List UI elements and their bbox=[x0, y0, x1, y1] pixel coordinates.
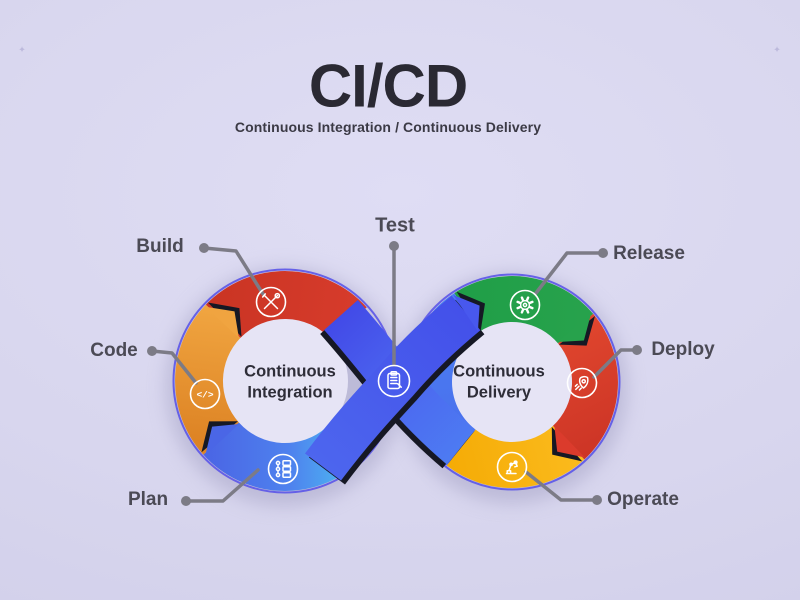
sparkle-decoration-right: ✦ bbox=[773, 44, 781, 55]
right-loop-line1: Continuous bbox=[453, 362, 545, 381]
code-arrow bbox=[205, 306, 239, 338]
plan-connector bbox=[184, 468, 260, 503]
left-loop-hole bbox=[222, 318, 348, 444]
gear-icon bbox=[509, 289, 541, 321]
right-loop-label: Continuous Delivery bbox=[453, 361, 545, 402]
plan-connector-dot bbox=[181, 496, 191, 506]
release-connector-dot bbox=[598, 248, 608, 258]
operate-segment bbox=[446, 425, 585, 488]
left-loop-label: Continuous Integration bbox=[244, 361, 336, 402]
build-connector-dot bbox=[199, 243, 209, 253]
robot-arm-icon bbox=[496, 451, 528, 483]
test-connector-dot bbox=[389, 241, 399, 251]
stage-label-code: Code bbox=[90, 340, 138, 361]
sparkle-decoration-left: ✦ bbox=[18, 44, 26, 55]
plan-arrow bbox=[205, 424, 239, 456]
tools-icon bbox=[255, 286, 287, 318]
release-connector bbox=[534, 251, 605, 295]
operate-connector bbox=[524, 470, 599, 502]
page-title: CI/CD bbox=[308, 52, 468, 120]
left-loop-line2: Integration bbox=[247, 383, 333, 401]
deploy-arrow bbox=[554, 425, 585, 458]
code-connector bbox=[150, 349, 198, 385]
stage-label-build: Build bbox=[136, 236, 184, 257]
test-arrow bbox=[453, 295, 480, 332]
left-loop-line1: Continuous bbox=[244, 362, 336, 381]
stage-label-deploy: Deploy bbox=[651, 339, 715, 360]
code-icon: </> bbox=[189, 378, 221, 410]
code-connector-dot bbox=[147, 346, 157, 356]
stage-label-operate: Operate bbox=[607, 489, 679, 510]
rocket-icon bbox=[566, 367, 598, 399]
stage-label-test: Test bbox=[375, 214, 415, 237]
stage-label-release: Release bbox=[613, 243, 685, 264]
stage-label-plan: Plan bbox=[127, 489, 169, 510]
deploy-connector-dot bbox=[632, 345, 642, 355]
release-arrow bbox=[558, 313, 592, 342]
plan-icon bbox=[267, 453, 299, 485]
deploy-connector bbox=[592, 348, 639, 379]
page-subtitle: Continuous Integration / Continuous Deli… bbox=[234, 119, 542, 135]
clipboard-icon bbox=[377, 364, 411, 398]
operate-connector-dot bbox=[592, 495, 602, 505]
build-connector bbox=[202, 246, 265, 296]
right-loop-hole bbox=[451, 321, 573, 443]
svg-text:</>: </> bbox=[196, 389, 213, 400]
right-loop-line2: Delivery bbox=[466, 383, 532, 401]
build-segment bbox=[205, 271, 367, 340]
